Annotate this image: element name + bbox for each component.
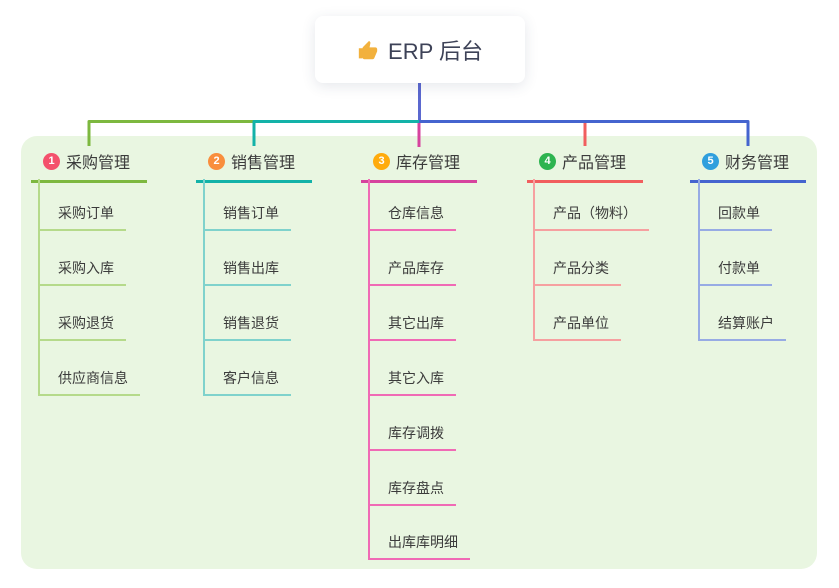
branch-child-line	[368, 179, 370, 560]
branch-node-sales[interactable]: 2 销售管理	[196, 146, 312, 183]
branch-node-product[interactable]: 4 产品管理	[527, 146, 643, 183]
branch-child-line	[533, 179, 535, 341]
child-node[interactable]: 产品单位	[533, 314, 621, 341]
child-node[interactable]: 产品（物料）	[533, 204, 649, 231]
branch-label: 产品管理	[562, 155, 627, 172]
child-node[interactable]: 供应商信息	[38, 369, 140, 396]
branch-child-line	[38, 179, 40, 396]
child-node[interactable]: 其它入库	[368, 369, 456, 396]
child-node[interactable]: 出库库明细	[368, 533, 470, 560]
child-node[interactable]: 付款单	[698, 259, 772, 286]
child-node[interactable]: 结算账户	[698, 314, 786, 341]
child-node[interactable]: 销售订单	[203, 204, 291, 231]
branch-label: 库存管理	[396, 155, 461, 172]
child-node[interactable]: 客户信息	[203, 369, 291, 396]
child-node[interactable]: 其它出库	[368, 314, 456, 341]
branch-node-finance[interactable]: 5 财务管理	[690, 146, 806, 183]
branches-panel	[21, 136, 817, 569]
branch-label: 财务管理	[725, 155, 790, 172]
branch-child-line	[203, 179, 205, 396]
child-node[interactable]: 采购订单	[38, 204, 126, 231]
child-node[interactable]: 仓库信息	[368, 204, 456, 231]
child-node[interactable]: 采购退货	[38, 314, 126, 341]
branch-node-purchase[interactable]: 1 采购管理	[31, 146, 147, 183]
child-node[interactable]: 采购入库	[38, 259, 126, 286]
thumbs-up-icon	[358, 40, 378, 59]
child-node[interactable]: 库存调拨	[368, 424, 456, 451]
branch-badge: 3	[373, 152, 390, 170]
branch-child-line	[698, 179, 700, 341]
child-node[interactable]: 销售出库	[203, 259, 291, 286]
root-label: ERP 后台	[388, 38, 483, 64]
branch-node-inventory[interactable]: 3 库存管理	[361, 146, 477, 183]
child-node[interactable]: 库存盘点	[368, 479, 456, 506]
child-node[interactable]: 产品分类	[533, 259, 621, 286]
branch-label: 销售管理	[231, 155, 296, 172]
child-node[interactable]: 回款单	[698, 204, 772, 231]
branch-badge: 2	[208, 152, 225, 170]
child-node[interactable]: 产品库存	[368, 259, 456, 286]
branch-label: 采购管理	[66, 155, 131, 172]
root-node[interactable]: ERP 后台	[315, 16, 525, 83]
branch-badge: 1	[43, 152, 60, 170]
branch-badge: 4	[539, 152, 556, 170]
branch-badge: 5	[702, 152, 719, 170]
child-node[interactable]: 销售退货	[203, 314, 291, 341]
